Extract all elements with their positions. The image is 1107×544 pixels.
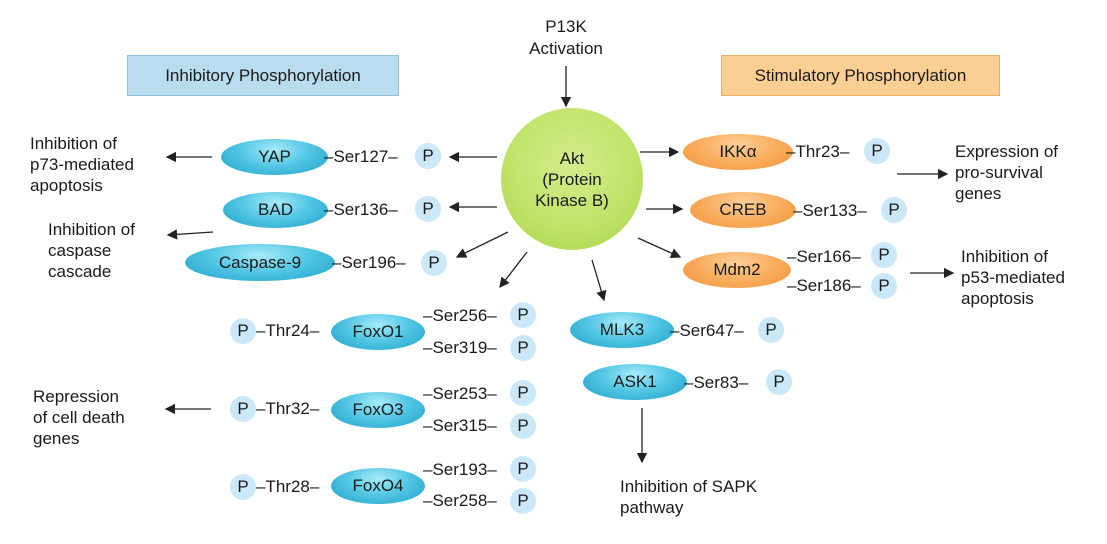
outcome-p53: Inhibition of p53-mediated apoptosis xyxy=(961,247,1065,308)
inhibitory-header: Inhibitory Phosphorylation xyxy=(127,55,399,96)
foxo4-node: FoxO4 xyxy=(331,468,425,504)
arrow-akt-casp9 xyxy=(455,231,509,258)
foxo1-site1-label: –Ser256– xyxy=(423,306,497,325)
ask1-node: ASK1 xyxy=(583,364,687,400)
foxo4-site1-label: –Ser193– xyxy=(423,460,497,479)
foxo1-label: FoxO1 xyxy=(352,322,404,341)
foxo3-left-phospho-icon: P xyxy=(230,396,256,422)
outcome-caspase: Inhibition of caspase cascade xyxy=(48,220,135,281)
foxo1-left-phospho-icon: P xyxy=(230,318,256,344)
caspase9-phospho-icon: P xyxy=(421,250,447,276)
mdm2-node: Mdm2 xyxy=(683,252,791,288)
mlk3-site-label: –Ser647– xyxy=(670,321,744,340)
yap-label: YAP xyxy=(258,147,291,166)
yap-node: YAP xyxy=(221,139,328,175)
caspase9-label: Caspase-9 xyxy=(218,252,302,272)
creb-phospho-icon: P xyxy=(881,197,907,223)
caspase9-site-label: –Ser196– xyxy=(332,253,406,272)
ask1-site-label: –Ser83– xyxy=(684,373,749,392)
foxo3-site2-phospho-icon: P xyxy=(510,413,536,439)
ask1-label: ASK1 xyxy=(613,372,657,391)
pi3k-activation-label: P13K Activation xyxy=(529,17,603,58)
bad-phospho-icon: P xyxy=(415,196,441,222)
arrow-akt-mdm2 xyxy=(637,237,682,258)
arrow-akt-mlk3 xyxy=(591,259,607,302)
mdm2-label: Mdm2 xyxy=(713,260,761,279)
foxo1-site2-label: –Ser319– xyxy=(423,338,497,357)
foxo4-label: FoxO4 xyxy=(352,476,404,495)
creb-site-label: –Ser133– xyxy=(793,201,867,220)
foxo4-site2-phospho-icon: P xyxy=(510,488,536,514)
akt-label: Akt (Protein Kinase B) xyxy=(535,148,609,210)
ikka-node: IKKα xyxy=(683,134,793,170)
caspase9-node: Caspase-9 xyxy=(185,244,335,281)
arrow-bad-caspase xyxy=(166,229,214,240)
bad-label: BAD xyxy=(258,200,293,219)
yap-phospho-icon: P xyxy=(415,143,441,169)
creb-label: CREB xyxy=(719,200,767,219)
foxo1-site1-phospho-icon: P xyxy=(510,302,536,328)
foxo4-left-phospho-icon: P xyxy=(230,474,256,500)
foxo1-left-site-label: –Thr24– xyxy=(256,321,320,340)
mdm2-site1-phospho-icon: P xyxy=(871,242,897,268)
akt-node: Akt (Protein Kinase B) xyxy=(501,108,643,250)
foxo4-left-site-label: –Thr28– xyxy=(256,477,320,496)
mlk3-phospho-icon: P xyxy=(758,317,784,343)
foxo1-node: FoxO1 xyxy=(331,314,425,350)
outcome-sapk: Inhibition of SAPK pathway xyxy=(620,477,758,517)
outcome-pro-survival: Expression of pro-survival genes xyxy=(955,142,1058,203)
ask1-phospho-icon: P xyxy=(766,369,792,395)
outcome-p73: Inhibition of p73-mediated apoptosis xyxy=(30,134,134,195)
stimulatory-header: Stimulatory Phosphorylation xyxy=(721,55,1000,96)
bad-site-label: –Ser136– xyxy=(324,200,398,219)
foxo4-site2-label: –Ser258– xyxy=(423,491,497,510)
mdm2-site1-label: –Ser166– xyxy=(787,247,861,266)
foxo1-site2-phospho-icon: P xyxy=(510,335,536,361)
arrow-akt-foxo1 xyxy=(499,251,528,289)
creb-node: CREB xyxy=(690,192,796,228)
ikka-site-label: –Thr23– xyxy=(786,142,850,161)
foxo3-site1-label: –Ser253– xyxy=(423,384,497,403)
mlk3-node: MLK3 xyxy=(570,312,674,348)
ikka-phospho-icon: P xyxy=(864,138,890,164)
foxo3-site2-label: –Ser315– xyxy=(423,416,497,435)
foxo3-left-site-label: –Thr32– xyxy=(256,399,320,418)
bad-node: BAD xyxy=(223,192,328,228)
foxo3-label: FoxO3 xyxy=(352,400,404,419)
outcome-cell-death: Repression of cell death genes xyxy=(33,387,125,448)
mdm2-site2-label: –Ser186– xyxy=(787,276,861,295)
foxo3-node: FoxO3 xyxy=(331,392,425,428)
ikka-label: IKKα xyxy=(719,142,757,161)
foxo4-site1-phospho-icon: P xyxy=(510,456,536,482)
foxo3-site1-phospho-icon: P xyxy=(510,380,536,406)
yap-site-label: –Ser127– xyxy=(324,147,398,166)
mlk3-label: MLK3 xyxy=(599,320,645,339)
mdm2-site2-phospho-icon: P xyxy=(871,273,897,299)
